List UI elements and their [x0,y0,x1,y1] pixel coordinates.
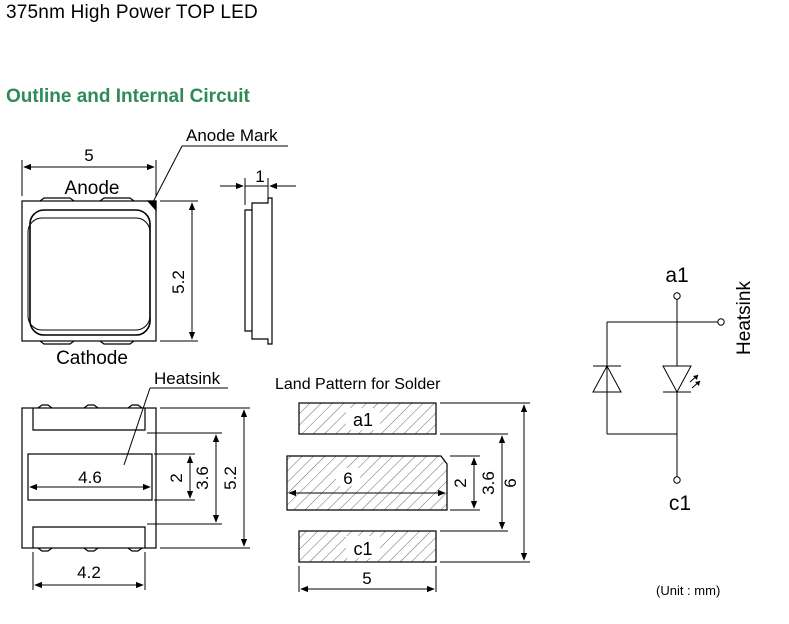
page-title: 375nm High Power TOP LED [6,2,258,23]
heatsink-pad [27,453,153,501]
dim-total-label: 5.2 [221,466,240,490]
land-center-label-bg [336,468,360,486]
dim-land-right [440,402,530,563]
dim-side [220,178,296,205]
protection-diode [592,364,622,393]
terminal-heatsink [717,318,725,326]
dim-bottom-right [147,407,250,549]
lens-outer [29,209,151,336]
dim-land-pad-label: 2 [451,478,470,487]
heatsink-leader [123,387,228,466]
anode-mark-leader [151,145,288,205]
led-symbol [662,365,692,394]
circuit [592,292,725,484]
land-c1-bg [346,536,380,558]
land-center-label: 6 [343,469,352,488]
circuit-heatsink-label: Heatsink [734,281,755,355]
dim-pad-width-label: 4.6 [78,468,102,487]
anode-mark-notch [146,200,157,212]
circuit-c1-label: c1 [669,492,691,515]
bottom-tab-left [39,340,75,345]
cathode-lead [32,526,146,548]
lens-inner [27,217,151,331]
bottom-view [21,404,157,552]
anode-lead [32,408,146,431]
emission-arrow-2 [695,381,700,386]
circuit-a1-label: a1 [665,264,688,287]
dim-top-width-label: 5 [84,146,93,165]
cathode-label: Cathode [56,348,128,369]
dim-pad-height-label: 2 [167,473,186,482]
terminal-c1 [673,476,681,484]
unit-note: (Unit : mm) [656,583,721,598]
dim-land-total-label: 6 [501,478,520,487]
top-tab-right [99,197,135,202]
dim-land-inner-label: 3.6 [479,471,498,495]
emission-arrow-1 [693,375,698,380]
dim-top-height-label: 5.2 [169,270,188,294]
top-tab-left [39,197,75,202]
dim-land-width [298,566,437,593]
land-a1-bg [346,408,380,430]
land-pattern-title: Land Pattern for Solder [275,376,441,393]
terminal-a1 [673,292,681,300]
dim-lead-width [32,552,146,590]
heatsink-label: Heatsink [154,369,221,388]
side-view [244,197,273,345]
dim-side-label: 1 [255,167,264,186]
dim-lead-width-label: 4.2 [77,563,101,582]
dim-land-width-label: 5 [362,569,371,588]
package-body [21,200,157,342]
section-title: Outline and Internal Circuit [6,86,250,107]
bottom-tab-right [99,340,135,345]
dim-top-height [160,200,198,342]
land-c1-label: c1 [353,539,372,559]
anode-label: Anode [65,178,120,199]
land-pad-center [286,455,448,511]
anode-mark-label: Anode Mark [186,126,278,145]
top-view [21,197,157,345]
bottom-body [21,407,157,549]
dim-inner-label: 3.6 [193,466,212,490]
dim-top-width [21,160,157,196]
land-a1-label: a1 [353,410,373,430]
